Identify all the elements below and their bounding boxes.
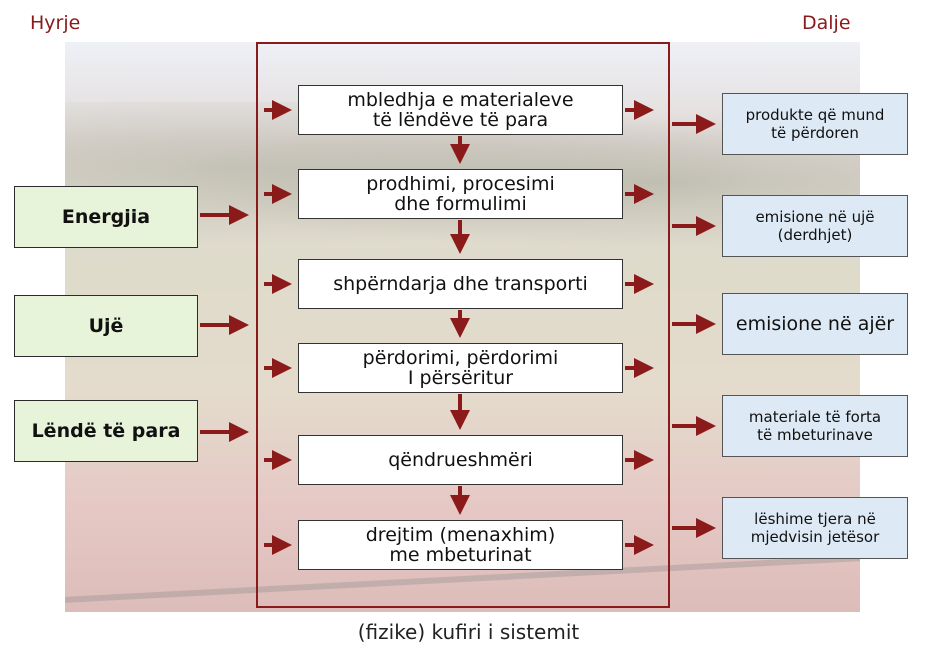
output-leshime-tjera: lëshime tjera në mjedvisin jetësor <box>722 497 908 559</box>
inputs-heading: Hyrje <box>30 12 81 34</box>
input-energjia: Energjia <box>14 186 198 248</box>
system-boundary-label: (fizike) kufiri i sistemit <box>357 620 580 644</box>
process-qendrueshmeri: qëndrueshmëri <box>298 435 623 485</box>
process-perdorimi: përdorimi, përdorimi I përsëritur <box>298 343 623 393</box>
output-emisione-ajer: emisione në ajër <box>722 293 908 355</box>
output-emisione-uje: emisione në ujë (derdhjet) <box>722 195 908 257</box>
system-boundary <box>256 42 670 608</box>
process-menaxhim-mbeturinat: drejtim (menaxhim) me mbeturinat <box>298 520 623 570</box>
process-mbledhja: mbledhja e materialeve të lëndëve të par… <box>298 85 623 135</box>
output-produkte: produkte që mund të përdoren <box>722 93 908 155</box>
outputs-heading: Dalje <box>802 12 851 34</box>
output-materiale-te-forta: materiale të forta të mbeturinave <box>722 395 908 457</box>
process-prodhimi: prodhimi, procesimi dhe formulimi <box>298 169 623 219</box>
input-uje: Ujë <box>14 295 198 357</box>
process-shperndarja: shpërndarja dhe transporti <box>298 259 623 309</box>
input-lende-te-para: Lëndë të para <box>14 400 198 462</box>
